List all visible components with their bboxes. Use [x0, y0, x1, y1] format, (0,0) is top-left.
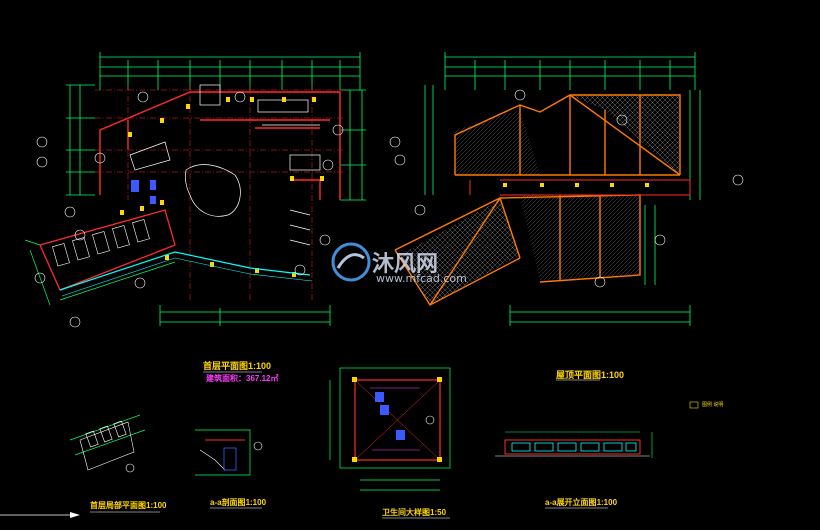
plan-axis-bubbles [34, 91, 344, 328]
plan-furniture [129, 84, 321, 246]
roof-axis-bubbles [389, 89, 744, 288]
toilet-detail-title: 卫生间大样图1:50 [382, 508, 447, 517]
floor-plan-left [24, 52, 366, 328]
plan-main-area: 建筑面积：367.12㎡ [206, 374, 279, 383]
elevation-scale: 1:100 [596, 498, 618, 507]
roof-top-dimensions [424, 52, 701, 326]
plan-blue-fixtures [131, 180, 156, 204]
watermark-url: www.mfcad.com [376, 272, 467, 285]
section-scale: 1:100 [245, 498, 267, 507]
legend-swatch [689, 401, 699, 409]
section-title: a-a剖面图1:100 [210, 498, 267, 507]
plan-main-title: 首层平面图1:100 [203, 361, 272, 371]
toilet-detail-scale: 1:50 [430, 508, 447, 517]
roof-outlines [394, 94, 681, 306]
plan-columns [120, 97, 324, 277]
roof-plan-title: 屋顶平面图1:100 [556, 370, 625, 380]
elevation-detail [495, 431, 653, 458]
stair-detail-title: 首层局部平面图1:100 [90, 501, 167, 510]
toilet-detail [329, 367, 451, 491]
stair-detail [69, 414, 146, 473]
plan-right-dimensions [340, 89, 366, 201]
watermark-brand: 沐风网 [372, 252, 439, 277]
section-detail [195, 429, 263, 476]
roof-plan-scale: 1:100 [601, 370, 625, 380]
watermark-logo [331, 242, 371, 282]
legend-text: 图例 说明 [702, 402, 724, 408]
plan-main-scale: 1:100 [248, 361, 272, 371]
stair-detail-scale: 1:100 [146, 501, 167, 510]
plan-lower-wing [24, 209, 313, 306]
elevation-title: a-a展开立面图1:100 [545, 498, 618, 507]
plan-bottom-dimensions [159, 305, 331, 326]
roof-plan-right [389, 52, 744, 326]
north-marker [0, 512, 80, 518]
plan-left-dimensions [66, 84, 95, 196]
